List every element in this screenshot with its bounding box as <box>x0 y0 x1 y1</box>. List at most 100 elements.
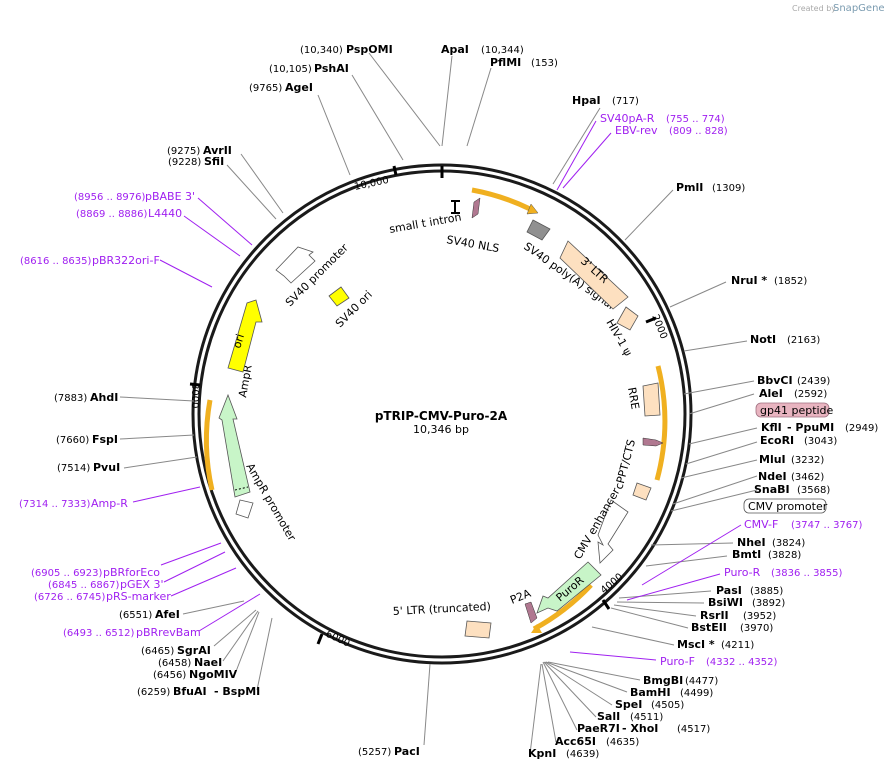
primer-l4440: L4440 <box>148 207 182 220</box>
enzyme-nrui: NruI * <box>731 274 767 287</box>
enzyme-pmli: PmlI <box>676 181 703 194</box>
small-t-intron-label: small t intron <box>388 210 462 235</box>
tick-10000-mark <box>392 165 398 176</box>
plasmid-size: 10,346 bp <box>413 423 469 436</box>
enzyme-msci: MscI * <box>677 638 715 651</box>
enzyme-paer7i: PaeR7I <box>577 722 620 735</box>
enzyme-pos-pshai: (10,105) <box>269 64 312 75</box>
cmv-promoter-label: CMV promoter <box>748 500 828 513</box>
primer-pos-puro-r: (3836 .. 3855) <box>771 568 843 579</box>
primer-pos-cmv-f: (3747 .. 3767) <box>791 520 863 531</box>
enzyme-kpni: KpnI <box>528 747 556 760</box>
tick-6000-mark <box>316 633 324 645</box>
enzyme-pos-snabi: (3568) <box>797 485 830 496</box>
enzyme-pos-afei: (6551) <box>119 610 152 621</box>
tick-2000-mark <box>645 316 657 324</box>
cppt-label: cPPT/CTS <box>612 438 638 491</box>
enzyme-snabi: SnaBI <box>754 483 790 496</box>
enzyme-pos-mlui: (3232) <box>791 455 824 466</box>
enzyme-pos-bamhi: (4499) <box>680 688 713 699</box>
sv40-polya-box <box>526 219 551 241</box>
enzyme-sgrai: SgrAI <box>177 644 211 657</box>
primer-pos-ebv-rev: (809 .. 828) <box>669 126 728 137</box>
enzyme-pos-sgrai: (6465) <box>141 646 174 657</box>
ampr-promoter-arrow <box>235 499 254 519</box>
enzyme-nhei: NheI <box>737 536 766 549</box>
cmv-enhancer-arrow <box>597 499 629 564</box>
cppt-box <box>632 482 652 501</box>
enzyme-pos-ngomiv: (6456) <box>153 670 186 681</box>
p2a-shape <box>524 601 538 624</box>
primer-cmv-f: CMV-F <box>744 518 778 531</box>
enzyme-pspomi: PspOMI <box>346 43 393 56</box>
enzyme-paci: PacI <box>394 745 420 758</box>
enzyme-bmti: BmtI <box>732 548 761 561</box>
enzyme-bmgbi: BmgBI <box>643 674 683 687</box>
enzyme-pos-ndei: (3462) <box>791 472 824 483</box>
primer-labels: SV40pA-R (755 .. 774) EBV-rev (809 .. 82… <box>19 112 863 668</box>
enzyme-pos-pasi: (3885) <box>750 586 783 597</box>
enzyme-pos-bmti: (3828) <box>768 550 801 561</box>
enzyme-pos-paer7i: (4517) <box>677 724 710 735</box>
tick-10000: 10,000 <box>353 175 390 193</box>
enzyme-bbvci: BbvCI <box>757 374 793 387</box>
enzyme-pos-pvui: (7514) <box>57 463 90 474</box>
enzyme-spei: SpeI <box>615 698 642 711</box>
plasmid-name: pTRIP-CMV-Puro-2A <box>375 409 508 423</box>
primer-pos-puro-f: (4332 .. 4352) <box>706 657 778 668</box>
enzyme-labels: (10,340) PspOMI ApaI (10,344) PflMI (153… <box>54 43 878 760</box>
rre-box <box>642 382 661 417</box>
enzyme-bamhi: BamHI <box>630 686 671 699</box>
sv40-nls-shape <box>471 197 481 219</box>
enzyme-pos-fspi: (7660) <box>56 435 89 446</box>
primer-pos-sv40pa-r: (755 .. 774) <box>666 114 725 125</box>
enzyme-sali: SalI <box>597 710 620 723</box>
enzyme-sfii: SfiI <box>204 155 224 168</box>
primer-pbrforeco: pBRforEco <box>103 566 160 579</box>
puror-arrow <box>536 561 602 614</box>
ltr5-box <box>464 620 492 639</box>
backbone-outer-ring <box>191 163 693 665</box>
primer-pos-pbrrevbam: (6493 .. 6512) <box>63 628 135 639</box>
credit-prefix: Created by <box>792 4 836 13</box>
enzyme-ndei: NdeI <box>758 470 787 483</box>
enzyme-pos-spei: (4505) <box>651 700 684 711</box>
primer-puro-f: Puro-F <box>660 655 695 668</box>
enzyme-pos-acc65i: (4635) <box>606 737 639 748</box>
enzyme-ecori: EcoRI <box>760 434 794 447</box>
enzyme-pos-alei: (2592) <box>794 389 827 400</box>
orange-arc-right <box>654 365 668 481</box>
enzyme-pos-pmli: (1309) <box>712 183 745 194</box>
enzyme-acc65i: Acc65I <box>555 735 596 748</box>
primer-pos-pbr322ori-f: (8616 .. 8635) <box>20 256 92 267</box>
hiv-psi-box <box>616 306 639 331</box>
enzyme-fspi: FspI <box>92 433 118 446</box>
small-t-intron-glyph <box>451 200 460 214</box>
primer-prs-marker: pRS-marker <box>106 590 171 603</box>
enzyme-prepos-pflmi: (10,344) <box>481 45 524 56</box>
enzyme-pos-hpai: (717) <box>612 96 639 107</box>
enzyme-pos-noti: (2163) <box>787 335 820 346</box>
enzyme-ppumi: - PpuMI <box>787 421 834 434</box>
sv40-promoter-arrow <box>275 246 316 284</box>
ltr5-label: 5' LTR (truncated) <box>392 600 491 618</box>
enzyme-pos-bfuai: (6259) <box>137 687 170 698</box>
tick-4000-mark <box>601 599 611 610</box>
enzyme-pos-bmgbi: (4477) <box>685 676 718 687</box>
enzyme-bsiwi: BsiWI <box>708 596 743 609</box>
enzyme-apai: ApaI <box>441 43 469 56</box>
enzyme-pshai: PshAI <box>314 62 349 75</box>
ampr-label: AmpR <box>236 364 255 399</box>
enzyme-pos-bsteii: (3970) <box>740 623 773 634</box>
primer-pos-pgex3: (6845 .. 6867) <box>48 580 120 591</box>
rre-label: RRE <box>625 386 642 410</box>
enzyme-pos-kfli: (2949) <box>845 423 878 434</box>
cmv-promoter-label-box <box>743 498 827 514</box>
tick-8000-mark <box>189 382 201 387</box>
enzyme-pos-ecori: (3043) <box>804 436 837 447</box>
enzyme-pos-agei: (9765) <box>249 83 282 94</box>
sv40-ori-box <box>328 286 350 307</box>
enzyme-rsrii: RsrII <box>700 609 729 622</box>
sv40-nls-label: SV40 NLS <box>445 233 500 255</box>
